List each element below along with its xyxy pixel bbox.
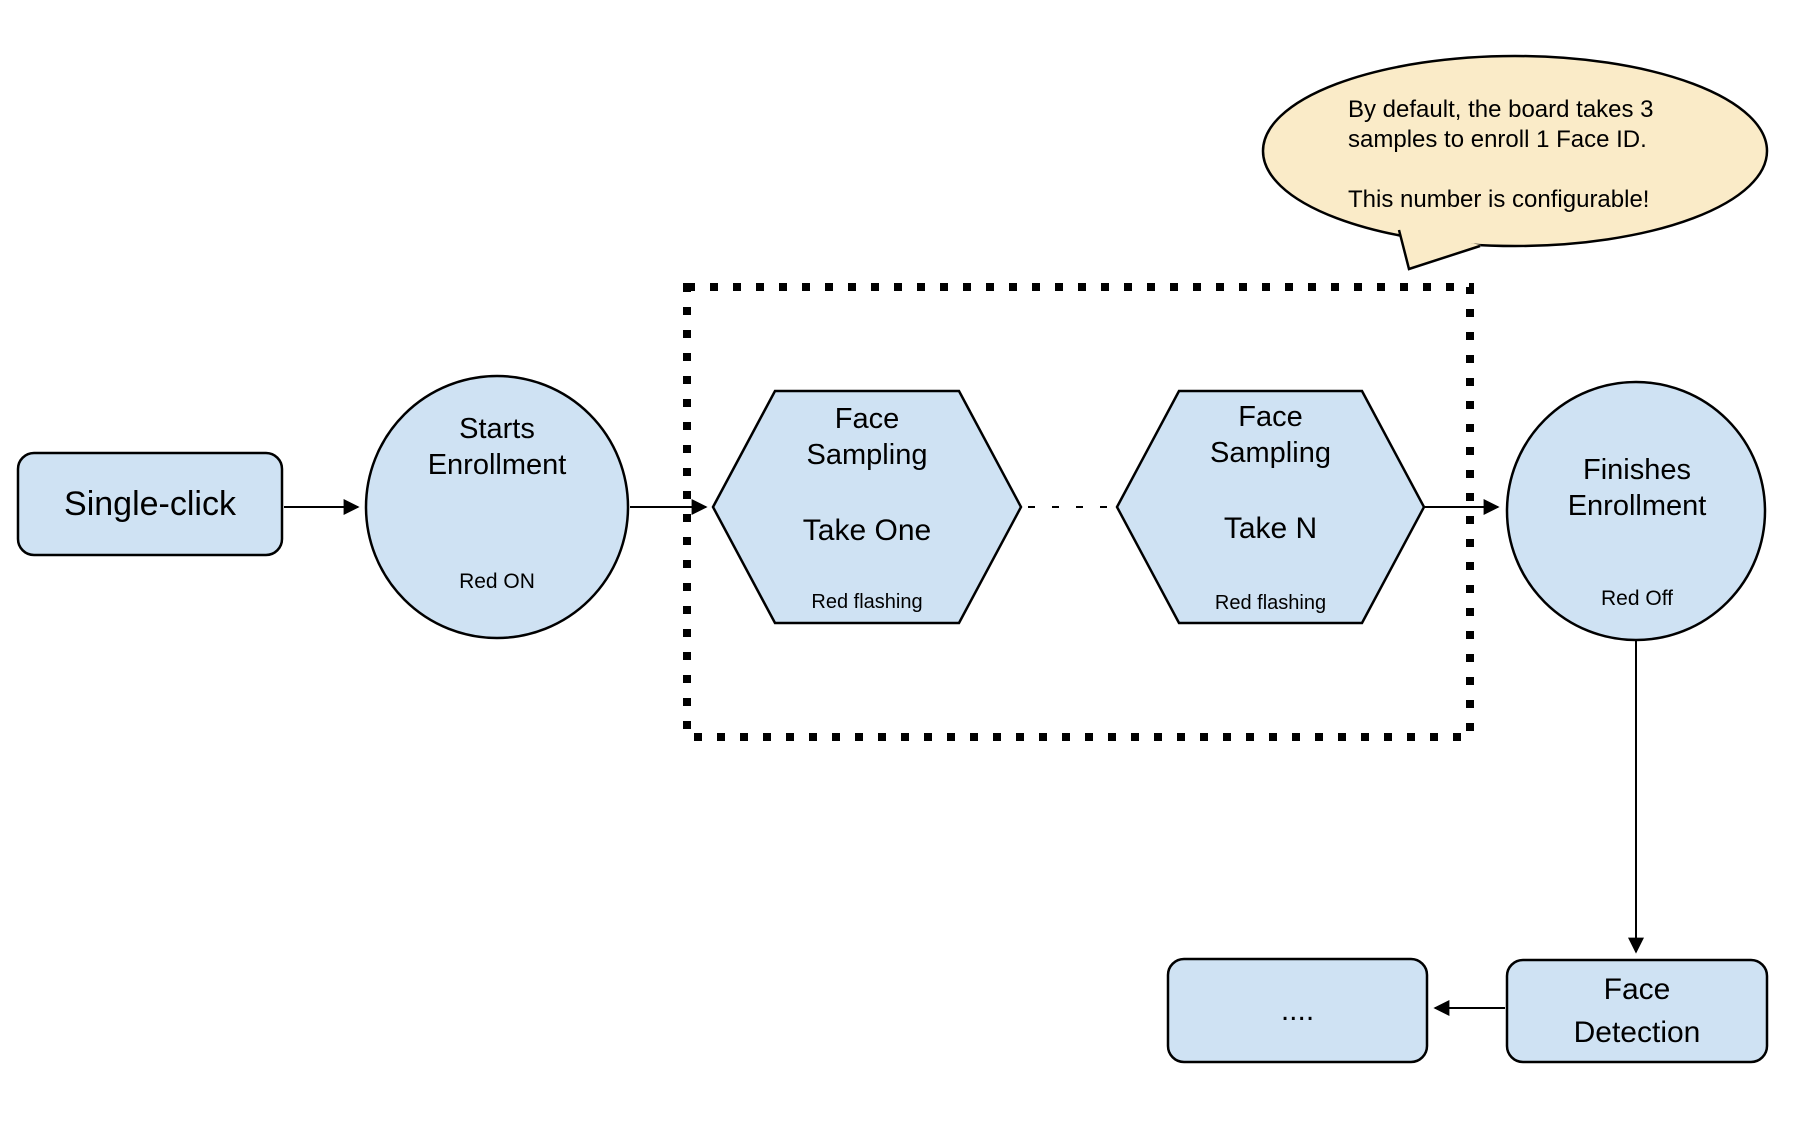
starts-enrollment-shape	[364, 374, 630, 640]
face-sampling-n-step: Take N	[1223, 512, 1318, 545]
face-sampling-n-status: Red flashing	[1214, 592, 1327, 614]
continuation-label: ....	[1280, 994, 1315, 1027]
starts-enrollment-title: Starts Enrollment	[427, 413, 567, 481]
callout-text: By default, the board takes 3 samples to…	[1348, 96, 1654, 213]
face-sampling-n-title: Face Sampling	[1210, 401, 1331, 469]
sampling-group-dotted-border	[683, 283, 1474, 741]
callout-tail-fill	[1398, 229, 1481, 269]
finishes-enrollment-shape	[1505, 380, 1767, 642]
face-sampling-one-step: Take One	[802, 514, 932, 547]
face-sampling-one-shape	[711, 389, 1023, 625]
finishes-enrollment-status: Red Off	[1601, 587, 1673, 610]
callout-tail-edge	[1397, 229, 1481, 271]
continuation-shape	[1166, 957, 1429, 1064]
face-sampling-one-title: Face Sampling	[806, 403, 928, 471]
single-click-label: Single-click	[64, 484, 236, 523]
callout-bubble	[1261, 54, 1769, 248]
single-click-shape	[16, 451, 284, 557]
starts-enrollment-status: Red ON	[459, 570, 535, 593]
face-sampling-one-status: Red flashing	[811, 591, 923, 613]
finishes-enrollment-title: Finishes Enrollment	[1567, 454, 1707, 522]
face-detection-label: Face Detection	[1573, 973, 1701, 1049]
face-detection-shape	[1505, 958, 1769, 1064]
